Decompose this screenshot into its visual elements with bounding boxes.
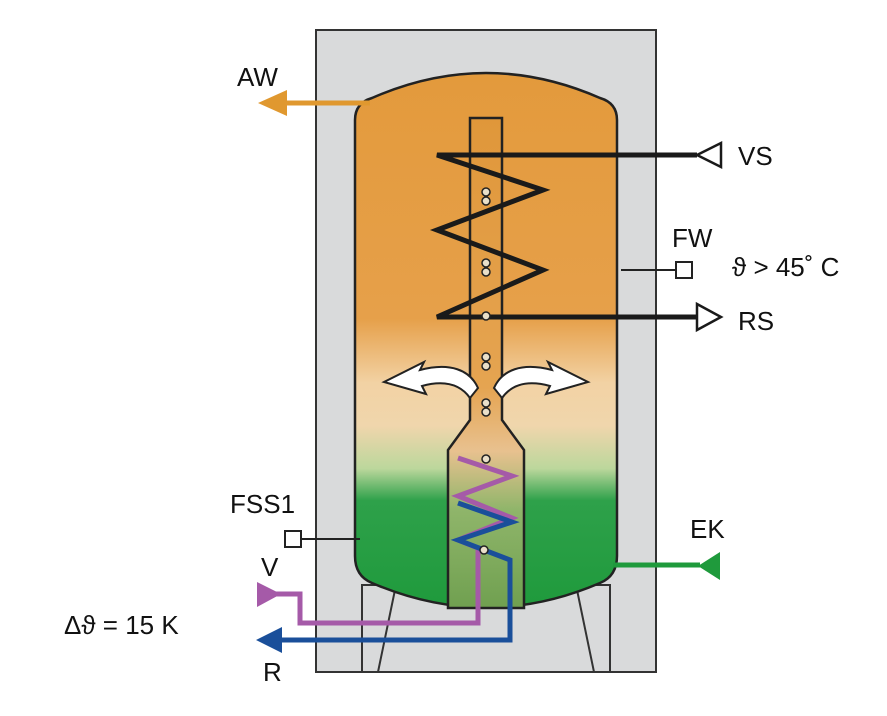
r-arrow-icon	[256, 627, 282, 653]
rs-arrow-icon	[695, 301, 724, 333]
label-aw: AW	[237, 62, 278, 92]
tank-leg-right	[574, 584, 611, 673]
fss1-sensor-square-icon	[284, 530, 302, 548]
vs-arrow-icon	[694, 140, 723, 170]
flow-arrows-curved-arrow-icon	[381, 359, 591, 400]
label-rs: RS	[738, 306, 774, 336]
label-delta-temperature: Δϑ = 15 K	[64, 610, 179, 640]
tube-outlet-holes	[479, 187, 491, 555]
aw-arrow-icon	[258, 90, 287, 116]
ek-arrow-icon	[698, 552, 720, 580]
label-ek: EK	[690, 514, 725, 544]
label-fss1: FSS1	[230, 489, 295, 519]
label-fw: FW	[672, 223, 713, 253]
label-r: R	[263, 657, 282, 687]
v-arrow-icon	[257, 582, 281, 607]
fw-sensor-square-icon	[675, 261, 693, 279]
label-vs: VS	[738, 141, 773, 171]
solar-coil-upper	[429, 152, 697, 320]
label-fw-temperature: ϑ > 45˚ C	[732, 252, 839, 282]
label-v: V	[261, 552, 279, 582]
